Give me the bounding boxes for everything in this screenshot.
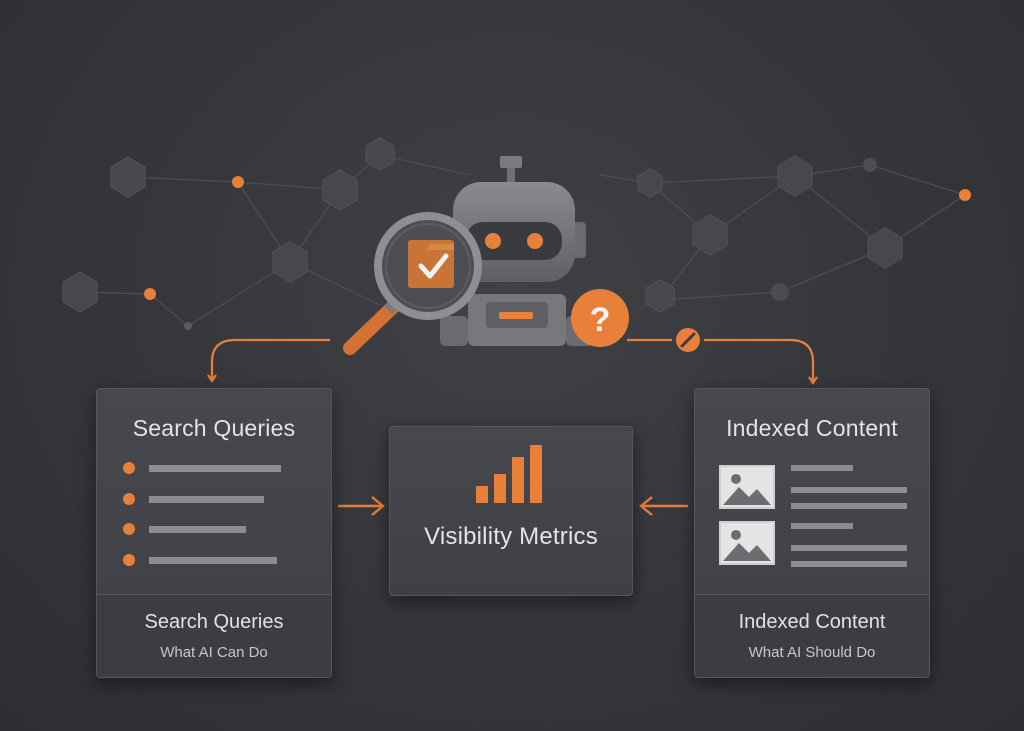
placeholder-line (791, 487, 907, 493)
search-queries-footer: Search Queries What AI Can Do (97, 594, 331, 677)
metric-bar (476, 486, 488, 503)
arrow-search-to-metrics (338, 496, 385, 516)
placeholder-line (791, 545, 907, 551)
connector-link-badge (676, 328, 700, 352)
indexed-content-title: Indexed Content (726, 415, 898, 441)
placeholder-line (791, 503, 907, 509)
placeholder-line (791, 523, 853, 529)
robot-eye-right (527, 233, 543, 249)
image-placeholder-icon (719, 465, 775, 509)
search-queries-title: Search Queries (132, 415, 296, 441)
robot-icon (440, 156, 594, 346)
placeholder-line (149, 526, 246, 533)
indexed-content-footer-title: Indexed Content (738, 611, 886, 633)
placeholder-line (149, 465, 281, 472)
bullet-dot (123, 523, 135, 535)
visibility-metrics-card: Visibility Metrics (389, 426, 633, 596)
placeholder-line (149, 557, 277, 564)
placeholder-line (149, 496, 264, 503)
metric-bar (512, 457, 524, 503)
visibility-metrics-title: Visibility Metrics (424, 523, 598, 550)
search-queries-footer-title: Search Queries (144, 611, 284, 633)
arrow-indexed-to-metrics (639, 496, 688, 516)
magnifying-glass-icon (343, 212, 482, 355)
image-placeholder-icon (719, 521, 775, 565)
network-nodes (144, 158, 971, 330)
metric-bar (494, 474, 506, 503)
placeholder-line (791, 561, 907, 567)
indexed-content-card: Indexed Content Indexed Content What AI … (694, 388, 930, 678)
network-node-accent (232, 176, 244, 188)
connector-robot-to-indexed (627, 338, 818, 385)
network-node-accent (144, 288, 156, 300)
search-queries-footer-subtitle: What AI Can Do (160, 644, 268, 661)
svg-text:?: ? (590, 301, 611, 339)
bullet-dot (123, 462, 135, 474)
connector-robot-to-search (207, 338, 330, 383)
network-node-accent (959, 189, 971, 201)
bullet-dot (123, 554, 135, 566)
placeholder-line (791, 465, 853, 471)
indexed-content-footer-subtitle: What AI Should Do (748, 644, 876, 661)
metric-bar (530, 445, 542, 503)
bar-chart-icon (476, 445, 542, 503)
checkmark-icon (418, 253, 449, 279)
indexed-content-footer: Indexed Content What AI Should Do (695, 594, 929, 677)
search-queries-card: Search Queries Search Queries What AI Ca… (96, 388, 332, 678)
bullet-dot (123, 493, 135, 505)
network-hexagons (62, 137, 903, 313)
robot-eye-left (485, 233, 501, 249)
question-mark-icon: ? (571, 289, 629, 347)
